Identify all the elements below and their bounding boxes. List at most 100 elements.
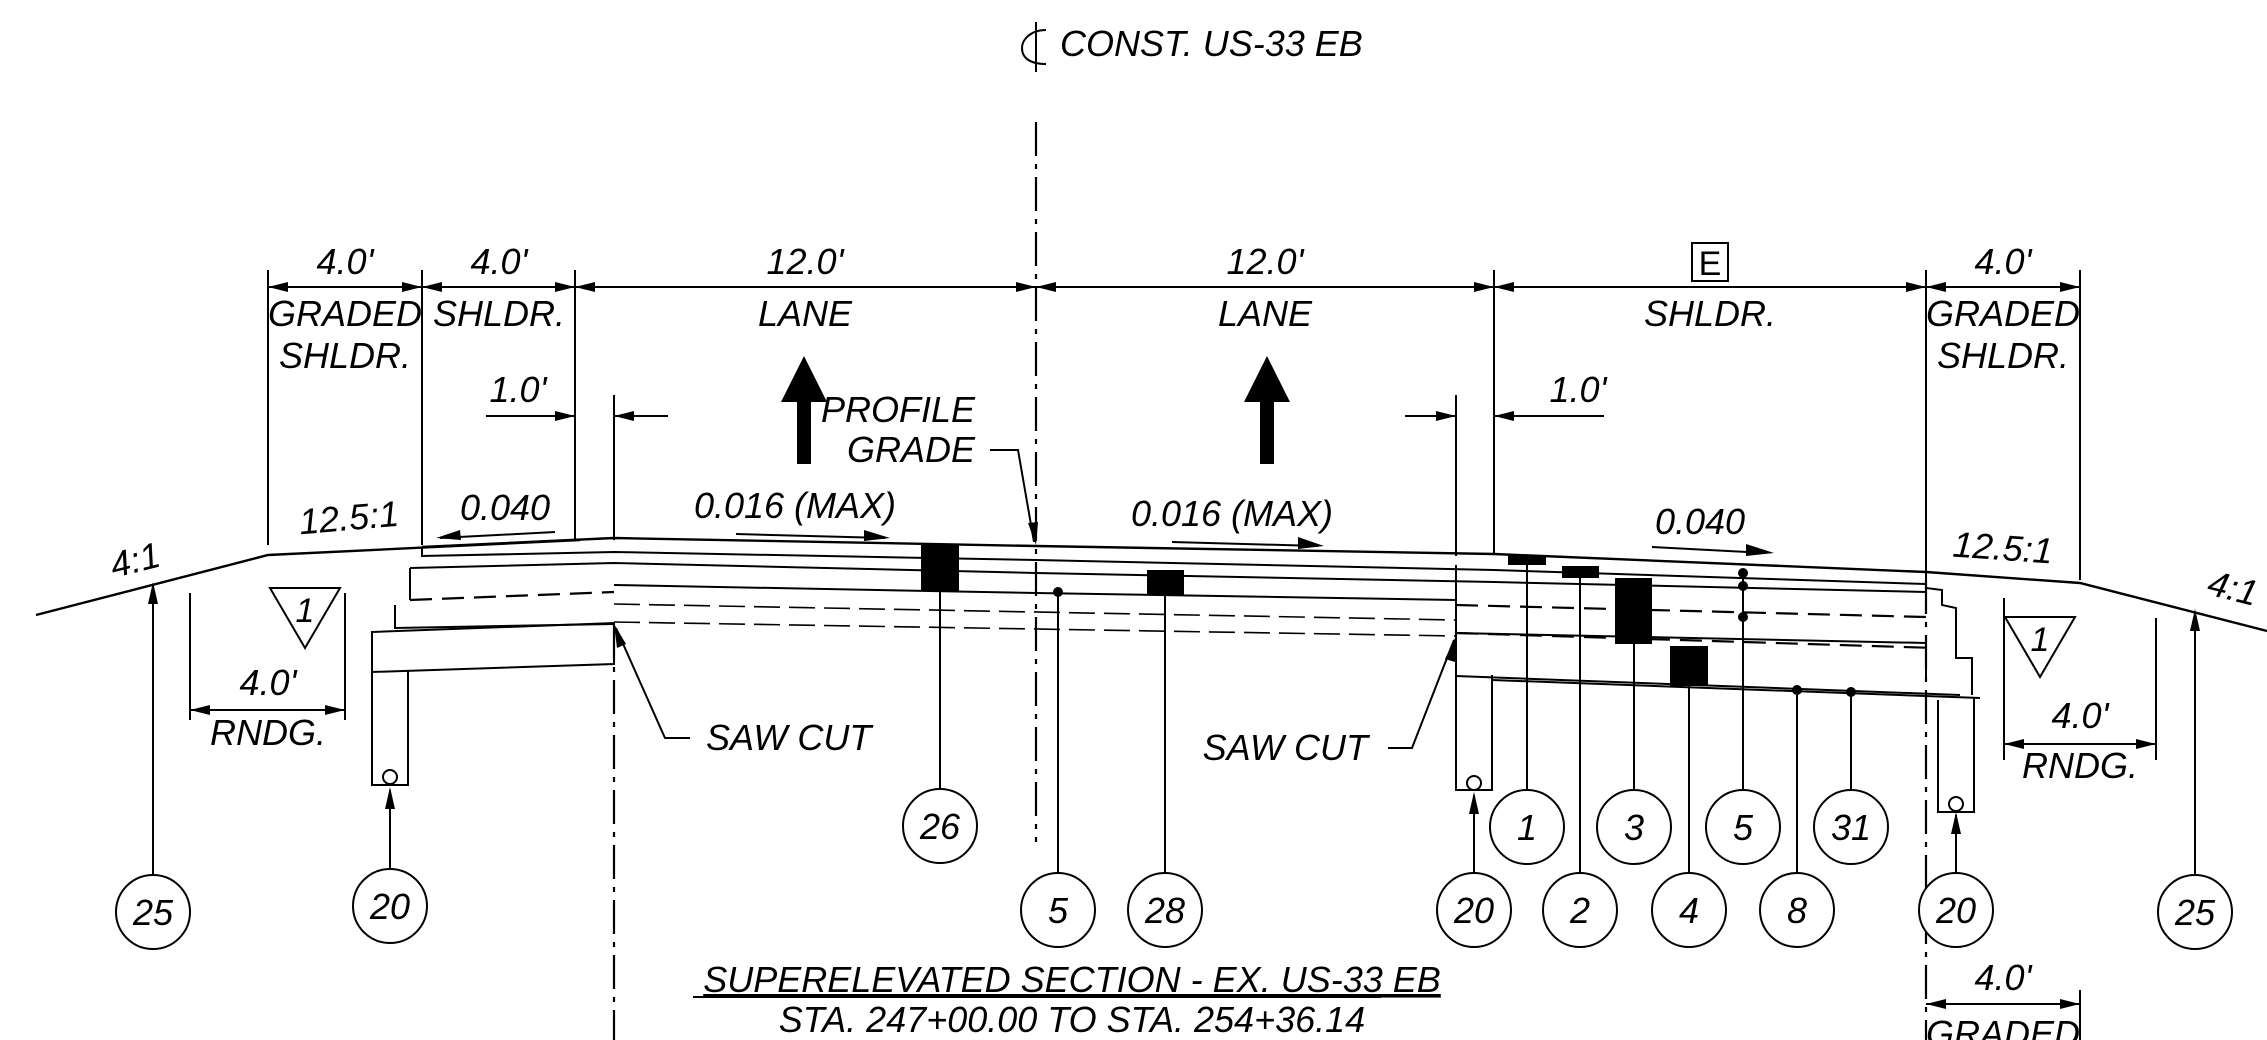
slope-lane-right: 0.016 (MAX) bbox=[1131, 493, 1333, 549]
extension-lines bbox=[267, 270, 2081, 580]
slope-shoulder-left-value: 0.040 bbox=[460, 487, 550, 528]
centerline-title: CONST. US-33 EB bbox=[1020, 22, 1363, 72]
traffic-direction-arrow-left-icon bbox=[781, 356, 827, 464]
rounding-left-value: 4.0' bbox=[240, 662, 298, 703]
callout-8: 8 bbox=[1759, 872, 1835, 948]
saw-cut-left: SAW CUT bbox=[614, 624, 874, 758]
triangle-note-icon bbox=[2003, 616, 2077, 679]
dim-label: SHLDR. bbox=[279, 335, 411, 376]
callout-31: 31 bbox=[1813, 789, 1889, 865]
saw-cut-right-label: SAW CUT bbox=[1203, 727, 1371, 768]
callout-leaders bbox=[148, 562, 2200, 885]
dim-label: SHLDR. bbox=[1937, 335, 2069, 376]
section-title: SUPERELEVATED SECTION - EX. US-33 EB STA… bbox=[693, 959, 1441, 1040]
dimension-shldr-left: 4.0' SHLDR. bbox=[433, 241, 565, 334]
section-title-line1: SUPERELEVATED SECTION - EX. US-33 EB bbox=[703, 959, 1441, 1000]
callout-number: 25 bbox=[2174, 892, 2216, 933]
pavement-section bbox=[371, 536, 1981, 813]
dimension-graded-left: 4.0' GRADED SHLDR. bbox=[268, 241, 422, 376]
rounding-right-label: RNDG. bbox=[2022, 745, 2138, 786]
dim-value: 4.0' bbox=[1975, 241, 2033, 282]
dimension-graded-right: 4.0' GRADED SHLDR. bbox=[1926, 241, 2080, 376]
callout-number: 5 bbox=[1048, 890, 1069, 931]
slope-far-left: 4:1 bbox=[106, 534, 164, 586]
top-dimension-line bbox=[268, 282, 2080, 292]
dim-label: LANE bbox=[1218, 293, 1313, 334]
callout-4: 4 bbox=[1651, 872, 1727, 948]
callout-25-right: 25 bbox=[2157, 874, 2233, 950]
callout-25-left: 25 bbox=[115, 874, 191, 950]
traffic-direction-arrow-right-icon bbox=[1244, 356, 1290, 464]
dimension-lane-right: 12.0' LANE bbox=[1218, 241, 1313, 334]
callout-1: 1 bbox=[1489, 789, 1565, 865]
callout-number: 20 bbox=[369, 886, 410, 927]
callout-20-right: 20 bbox=[1918, 872, 1994, 948]
material-block bbox=[1670, 646, 1708, 686]
material-block bbox=[1147, 570, 1184, 595]
dim-value: 4.0' bbox=[317, 241, 375, 282]
centerline-symbol-icon bbox=[1020, 22, 1047, 72]
callout-26: 26 bbox=[902, 788, 978, 864]
dim-label: LANE bbox=[758, 293, 853, 334]
offset-left-value: 1.0' bbox=[490, 369, 548, 410]
offset-right: 1.0' bbox=[1405, 369, 1608, 421]
saw-cut-right: SAW CUT bbox=[1203, 636, 1456, 768]
callout-number: 20 bbox=[1453, 890, 1494, 931]
slope-shoulder-left: 0.040 bbox=[436, 487, 556, 540]
dim-label: SHLDR. bbox=[1644, 293, 1776, 334]
callout-number: 8 bbox=[1787, 890, 1807, 931]
dim-value: 12.0' bbox=[1227, 241, 1305, 282]
slope-lane-left: 0.016 (MAX) bbox=[694, 485, 896, 541]
callout-5-center: 5 bbox=[1020, 872, 1096, 948]
dim-label: GRADED bbox=[1926, 293, 2080, 334]
callout-5-right: 5 bbox=[1705, 789, 1781, 865]
profile-grade: PROFILE GRADE bbox=[821, 389, 1038, 545]
callout-20-left: 20 bbox=[352, 868, 428, 944]
slope-shoulder-right-value: 0.040 bbox=[1655, 501, 1745, 542]
callout-number: 25 bbox=[132, 892, 174, 933]
callout-number: 3 bbox=[1624, 807, 1644, 848]
saw-cut-lines bbox=[612, 580, 1928, 1040]
slope-shoulder-right: 0.040 bbox=[1651, 501, 1774, 556]
callout-number: 1 bbox=[1517, 807, 1537, 848]
material-block bbox=[1615, 578, 1652, 644]
profile-grade-line1: PROFILE bbox=[821, 389, 976, 430]
callout-number: 4 bbox=[1679, 890, 1699, 931]
rounding-right: 1 4.0' RNDG. bbox=[2003, 598, 2157, 786]
callout-number: 20 bbox=[1935, 890, 1976, 931]
dim-value: 12.0' bbox=[767, 241, 845, 282]
dimension-shldr-right: E SHLDR. bbox=[1644, 242, 1776, 334]
callout-number: 28 bbox=[1144, 890, 1185, 931]
callout-3: 3 bbox=[1596, 789, 1672, 865]
rounding-left: 1 4.0' RNDG. bbox=[189, 587, 346, 753]
material-block bbox=[1562, 566, 1599, 578]
slope-rounding-right: 12.5:1 bbox=[1952, 524, 2055, 572]
profile-grade-line2: GRADE bbox=[847, 429, 976, 470]
callout-number: 26 bbox=[919, 806, 961, 847]
slope-far-right: 4:1 bbox=[2204, 562, 2262, 614]
rounding-right-value: 4.0' bbox=[2052, 695, 2110, 736]
bottom-right-dim-value: 4.0' bbox=[1975, 957, 2033, 998]
callout-number: 2 bbox=[1569, 890, 1590, 931]
dim-label: GRADED bbox=[268, 293, 422, 334]
rounding-left-label: RNDG. bbox=[210, 712, 326, 753]
triangle-left-number: 1 bbox=[296, 592, 315, 630]
centerline-label: CONST. US-33 EB bbox=[1060, 23, 1363, 64]
callout-2: 2 bbox=[1542, 872, 1618, 948]
material-block bbox=[1508, 555, 1546, 565]
callout-number: 5 bbox=[1733, 807, 1754, 848]
callout-28: 28 bbox=[1127, 872, 1203, 948]
dim-value: 4.0' bbox=[471, 241, 529, 282]
bottom-right-dimension: 4.0' GRADED bbox=[1926, 957, 2081, 1040]
offset-left: 1.0' bbox=[486, 369, 668, 421]
dim-value: E bbox=[1699, 245, 1722, 283]
dim-label: SHLDR. bbox=[433, 293, 565, 334]
slope-lane-left-value: 0.016 (MAX) bbox=[694, 485, 896, 526]
slope-rounding-left: 12.5:1 bbox=[297, 493, 400, 543]
callout-number: 31 bbox=[1831, 807, 1871, 848]
section-title-line2: STA. 247+00.00 TO STA. 254+36.14 bbox=[779, 999, 1365, 1040]
note-box bbox=[1691, 242, 1729, 282]
offset-right-value: 1.0' bbox=[1550, 369, 1608, 410]
triangle-right-number: 1 bbox=[2031, 621, 2050, 659]
